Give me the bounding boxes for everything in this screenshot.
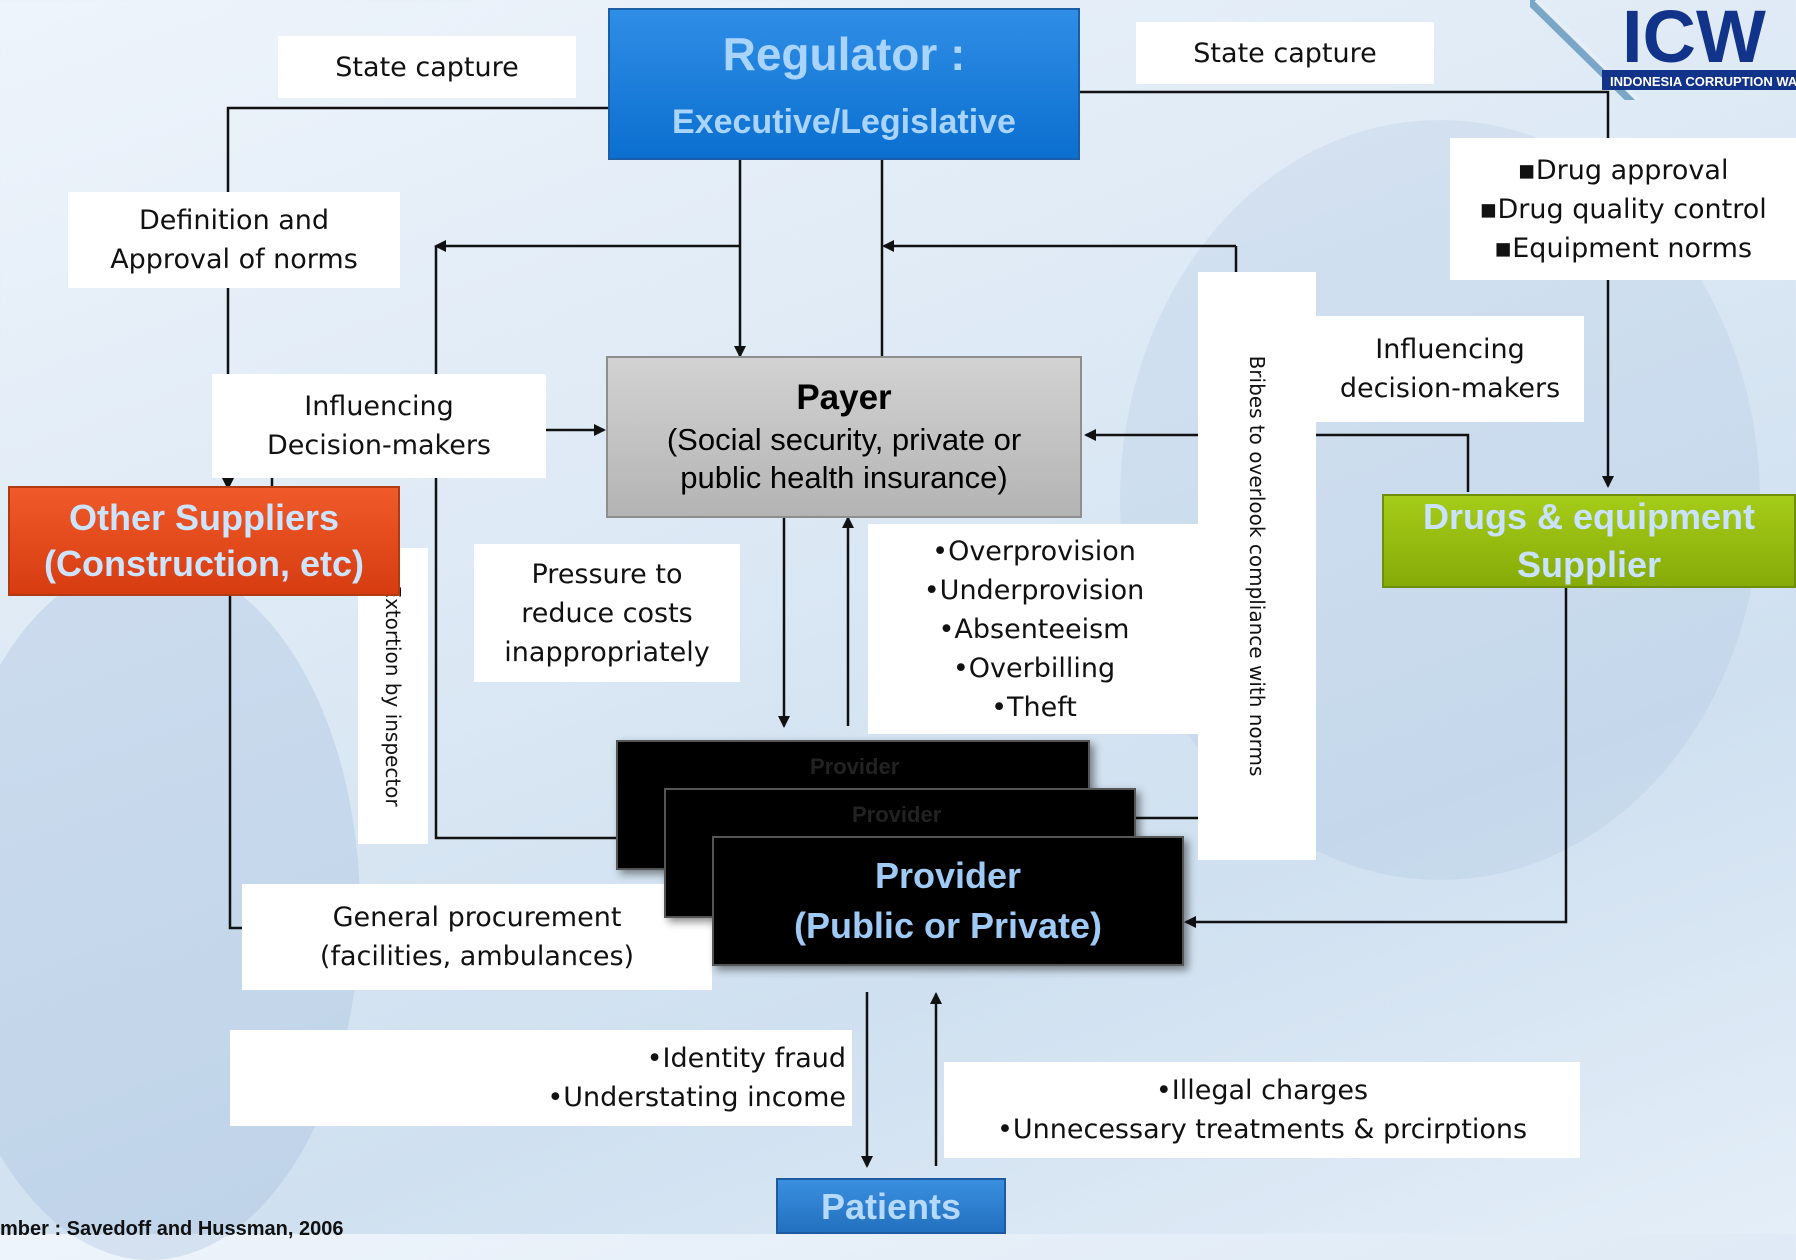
label-influencing-right: Influencing decision-makers xyxy=(1316,316,1584,422)
provider-box: Provider (Public or Private) xyxy=(712,836,1184,966)
logo-caption: INDONESIA CORRUPTION WATC xyxy=(1610,74,1796,89)
label-influencing-left: Influencing Decision-makers xyxy=(212,374,546,478)
label-definition-norms: Definition and Approval of norms xyxy=(68,192,400,288)
label-extortion: Extortion by inspector xyxy=(358,548,428,844)
payer-line1: (Social security, private or xyxy=(666,422,1022,457)
label-bribes-text: Bribes to overlook compliance with norms xyxy=(1245,355,1269,777)
icw-logo-graphic: ICW INDONESIA CORRUPTION WATC xyxy=(1525,0,1796,113)
regulator-box: Regulator : Executive/Legislative xyxy=(608,8,1080,160)
logo-letters: ICW xyxy=(1622,0,1766,78)
icw-logo: ICW INDONESIA CORRUPTION WATC xyxy=(1525,0,1796,113)
label-drug-items: ▪Drug approval ▪Drug quality control ▪Eq… xyxy=(1450,138,1796,280)
label-patient-issues: •Identity fraud •Understating income xyxy=(230,1030,852,1126)
regulator-subtitle: Executive/Legislative xyxy=(672,102,1016,141)
drugs-supplier-box: Drugs & equipment Supplier xyxy=(1382,494,1796,588)
source-note: mber : Savedoff and Hussman, 2006 xyxy=(0,1218,344,1240)
label-provider-to-patient-issues: •Illegal charges •Unnecessary treatments… xyxy=(944,1062,1580,1158)
other-suppliers-line1: Other Suppliers xyxy=(68,497,340,538)
other-suppliers-box: Other Suppliers (Construction, etc) xyxy=(8,486,400,596)
other-suppliers-line2: (Construction, etc) xyxy=(44,543,364,584)
label-pressure: Pressure to reduce costs inappropriately xyxy=(474,544,740,682)
regulator-title: Regulator : xyxy=(722,27,966,80)
label-extortion-text: Extortion by inspector xyxy=(381,585,405,807)
label-state-capture-left: State capture xyxy=(278,36,576,98)
payer-box: Payer (Social security, private or publi… xyxy=(606,356,1082,518)
label-procurement: General procurement (facilities, ambulan… xyxy=(242,884,712,990)
provider-line1: Provider xyxy=(874,855,1022,896)
arrow-regulator-to-drugs-supplier xyxy=(1080,90,1614,488)
drugs-supplier-line1: Drugs & equipment xyxy=(1422,496,1755,537)
payer-line2: public health insurance) xyxy=(680,460,1008,495)
provider-middle-label: Provider xyxy=(852,802,942,827)
label-provider-issues: •Overprovision •Underprovision •Absentee… xyxy=(868,524,1200,734)
label-state-capture-right: State capture xyxy=(1136,22,1434,84)
patients-box: Patients xyxy=(776,1178,1006,1234)
drugs-supplier-line2: Supplier xyxy=(1516,544,1662,585)
label-bribes: Bribes to overlook compliance with norms xyxy=(1198,272,1316,860)
arrow-drugs-supplier-to-provider xyxy=(1184,588,1568,928)
arrow-regulator-to-other-suppliers xyxy=(222,106,608,490)
patients-label: Patients xyxy=(820,1186,962,1227)
payer-title: Payer xyxy=(796,378,892,417)
provider-line2: (Public or Private) xyxy=(793,905,1103,946)
provider-back-label: Provider xyxy=(810,754,900,779)
